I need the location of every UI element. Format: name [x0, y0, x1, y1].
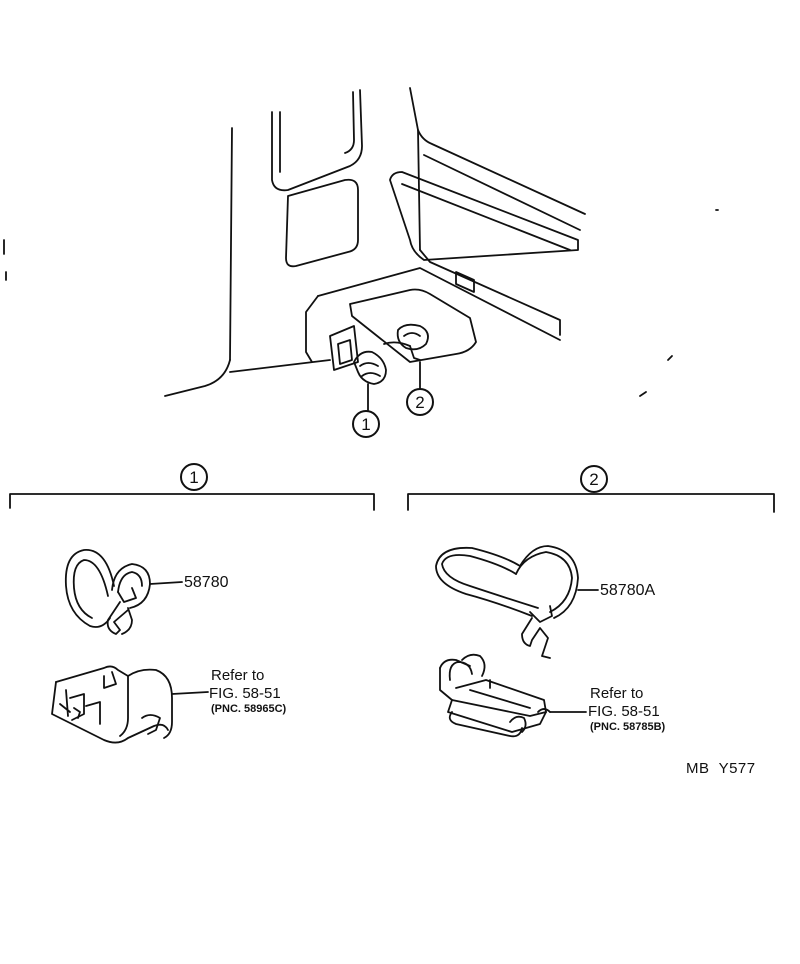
right-pnc-reference: (PNC. 58785B)	[590, 721, 666, 733]
right-fig-reference: FIG. 58-51	[588, 703, 660, 720]
holder-58785b	[439, 653, 587, 738]
assist-strap-58780a	[435, 545, 599, 659]
left-pnc-reference: (PNC. 58965C)	[211, 703, 287, 715]
left-refer-label: Refer to	[211, 667, 265, 684]
group-brackets	[9, 493, 775, 513]
callout-2-section-text: 2	[589, 470, 598, 489]
callout-2-diagram-text: 2	[415, 393, 424, 412]
callout-2-section	[580, 465, 608, 493]
callout-2-diagram	[406, 388, 434, 416]
assist-strap-58780	[64, 549, 183, 635]
part-number-58780a: 58780A	[600, 582, 656, 599]
right-refer-label: Refer to	[590, 685, 644, 702]
drawing-code: MB Y577	[686, 760, 756, 777]
part-number-58780: 58780	[184, 574, 229, 591]
callout-1-section	[180, 463, 208, 491]
bracket-58965c	[51, 665, 209, 744]
callout-1-diagram	[352, 410, 380, 438]
callout-1-diagram-text: 1	[361, 415, 370, 434]
callout-1-section-text: 1	[189, 468, 198, 487]
left-fig-reference: FIG. 58-51	[209, 685, 281, 702]
vehicle-interior-view	[3, 87, 719, 411]
